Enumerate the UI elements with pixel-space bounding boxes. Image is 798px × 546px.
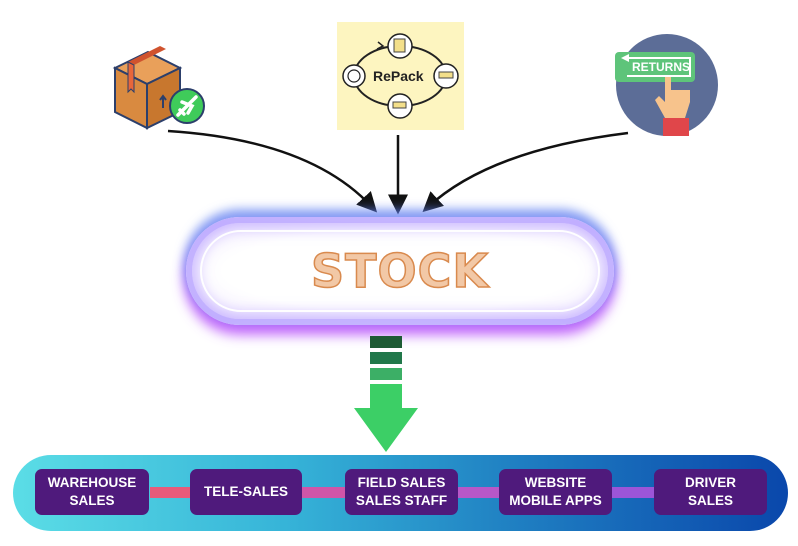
- down-arrow-icon: [354, 384, 418, 452]
- connector-2: [300, 487, 348, 498]
- returns-label: RETURNS: [632, 60, 691, 74]
- returns-sign-icon: RETURNS: [615, 32, 720, 138]
- stock-hub-ring: [200, 230, 600, 312]
- inflow-arrows: [167, 129, 629, 215]
- repack-logo: RePack: [337, 22, 464, 130]
- package-airplane-icon: [110, 40, 210, 135]
- connector-4: [610, 487, 658, 498]
- stock-label: STOCK: [310, 243, 490, 299]
- channel-tele-sales: TELE-SALES: [190, 469, 302, 515]
- arrow-from-returns: [422, 131, 629, 213]
- arrow-stripe-1: [370, 336, 402, 348]
- stock-hub: [186, 217, 614, 325]
- connector-1: [150, 487, 192, 498]
- arrow-stripe-2: [370, 352, 402, 364]
- connector-3: [457, 487, 502, 498]
- arrow-stripe-3: [370, 368, 402, 380]
- repack-label: RePack: [373, 68, 424, 84]
- arrow-from-package: [167, 129, 378, 213]
